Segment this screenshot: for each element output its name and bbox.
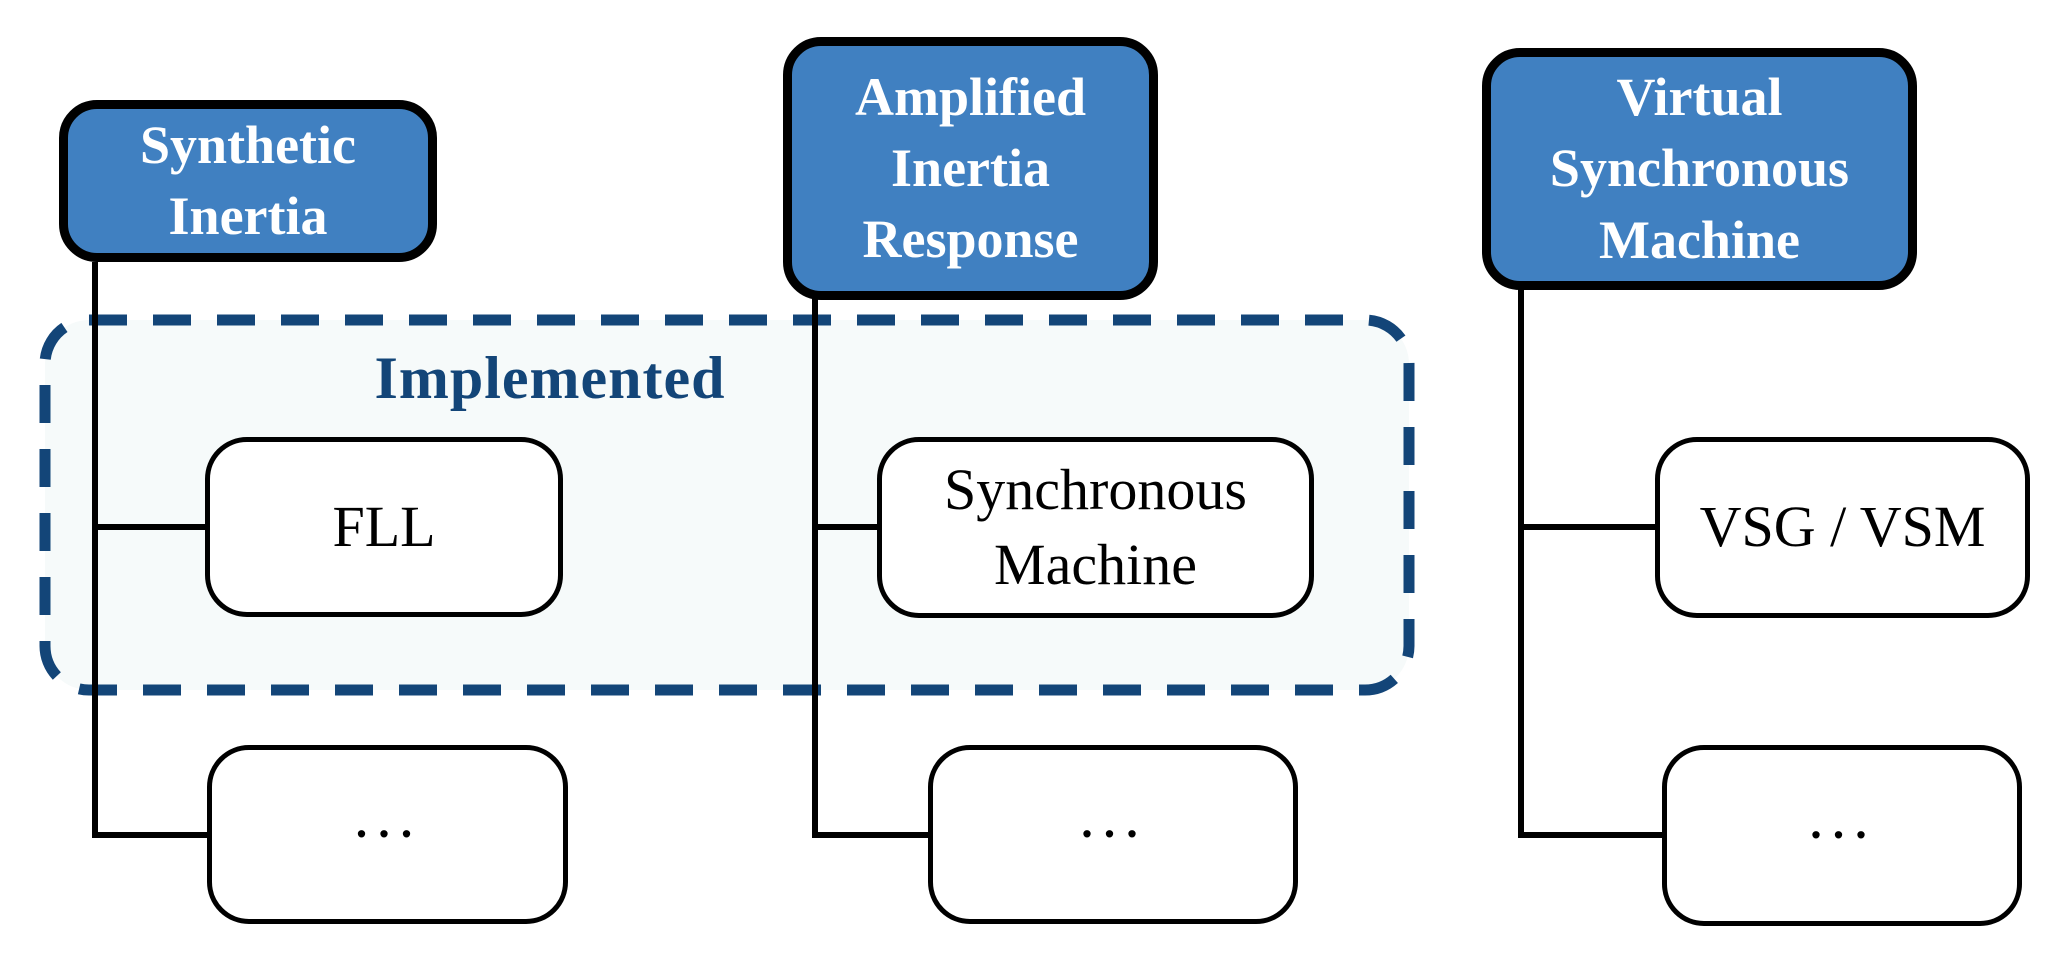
implemented-label: Implemented [374, 344, 726, 411]
header-box-synthetic-inertia: Synthetic Inertia [59, 100, 437, 262]
more-box-synthetic-inertia: ... [207, 745, 568, 924]
node-box-fll: FLL [205, 437, 563, 617]
connector-elbow-col2 [812, 832, 928, 838]
connector-elbow-col3 [1518, 832, 1662, 838]
node-box-vsg-vsm: VSG / VSM [1655, 437, 2030, 618]
more-box-virtual-synchronous-machine: ... [1662, 745, 2022, 926]
connector-branch-col1 [95, 524, 205, 530]
connector-elbow-col1 [92, 832, 207, 838]
connector-branch-col2 [815, 524, 877, 530]
connector-trunk-col3 [1518, 286, 1524, 838]
header-box-amplified-inertia-response: Amplified Inertia Response [783, 37, 1158, 300]
ellipsis-label: ... [1079, 782, 1147, 851]
connector-trunk-col1 [92, 262, 98, 838]
connector-trunk-col2 [812, 296, 818, 838]
more-box-amplified-inertia-response: ... [928, 745, 1298, 924]
ellipsis-label: ... [1808, 783, 1876, 852]
node-box-synchronous-machine: Synchronous Machine [877, 437, 1314, 618]
connector-branch-col3 [1521, 524, 1655, 530]
header-box-virtual-synchronous-machine: Virtual Synchronous Machine [1482, 48, 1917, 290]
ellipsis-label: ... [353, 782, 422, 851]
